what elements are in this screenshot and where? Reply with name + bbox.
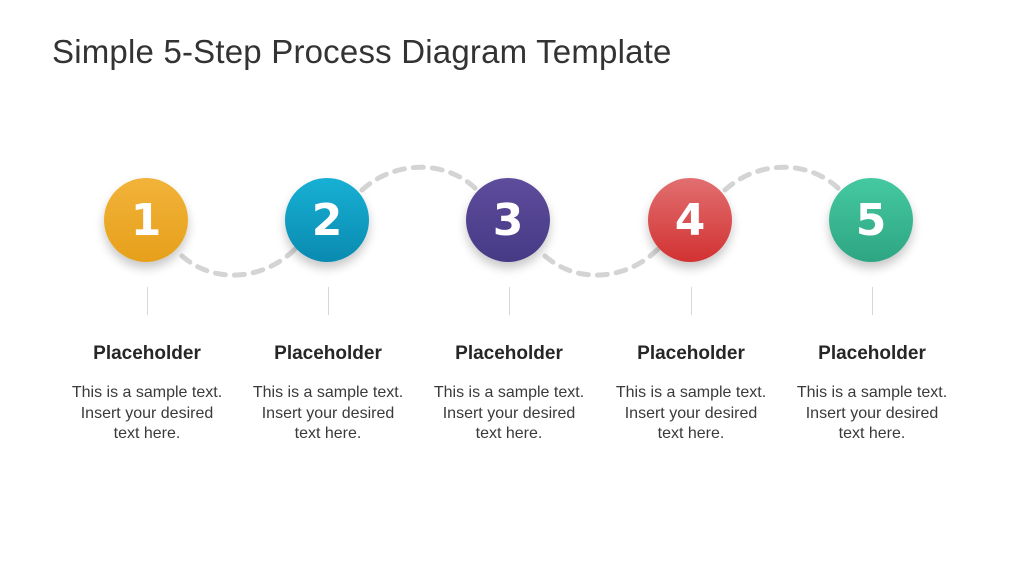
step-3-desc-line3: text here. — [475, 425, 543, 442]
step-4-desc-line3: text here. — [657, 425, 725, 442]
step-5-description: This is a sample text. Insert your desir… — [782, 383, 962, 445]
step-2-heading: Placeholder — [274, 343, 382, 364]
step-2-description: This is a sample text. Insert your desir… — [238, 383, 418, 445]
step-5-number: 5 — [855, 194, 887, 246]
step-3-divider — [509, 287, 510, 315]
step-5-desc-line2: Insert your desired — [805, 404, 939, 422]
step-4-description: This is a sample text. Insert your desir… — [601, 383, 781, 445]
step-5-desc-line1: This is a sample text. — [796, 384, 948, 401]
step-2-desc-line2: Insert your desired — [261, 404, 395, 422]
step-1-number: 1 — [130, 194, 162, 246]
step-2-desc-line3: text here. — [294, 425, 362, 442]
step-2-number: 2 — [311, 194, 343, 246]
step-4-circle: 4 — [648, 178, 732, 262]
step-1-desc-line1: This is a sample text. — [71, 384, 223, 401]
step-3-description: This is a sample text. Insert your desir… — [419, 383, 599, 445]
step-3-desc-line2: Insert your desired — [442, 404, 576, 422]
slide-title: Simple 5-Step Process Diagram Template — [52, 33, 672, 70]
step-5-circle: 5 — [829, 178, 913, 262]
step-1-circle: 1 — [104, 178, 188, 262]
step-2-circle: 2 — [285, 178, 369, 262]
step-4-number: 4 — [674, 194, 706, 246]
step-1-desc-line3: text here. — [113, 425, 181, 442]
step-5-heading: Placeholder — [818, 343, 926, 364]
step-2-divider — [328, 287, 329, 315]
step-5-divider — [872, 287, 873, 315]
step-4-heading: Placeholder — [637, 343, 745, 364]
step-1-description: This is a sample text. Insert your desir… — [57, 383, 237, 445]
step-2-desc-line1: This is a sample text. — [252, 384, 404, 401]
step-3-heading: Placeholder — [455, 343, 563, 364]
step-4-divider — [691, 287, 692, 315]
step-4-desc-line2: Insert your desired — [624, 404, 758, 422]
step-1-heading: Placeholder — [93, 343, 201, 364]
step-4-desc-line1: This is a sample text. — [615, 384, 767, 401]
step-1-divider — [147, 287, 148, 315]
step-3-circle: 3 — [466, 178, 550, 262]
step-5-desc-line3: text here. — [838, 425, 906, 442]
step-3-desc-line1: This is a sample text. — [433, 384, 585, 401]
step-3-number: 3 — [492, 194, 524, 246]
step-1-desc-line2: Insert your desired — [80, 404, 214, 422]
